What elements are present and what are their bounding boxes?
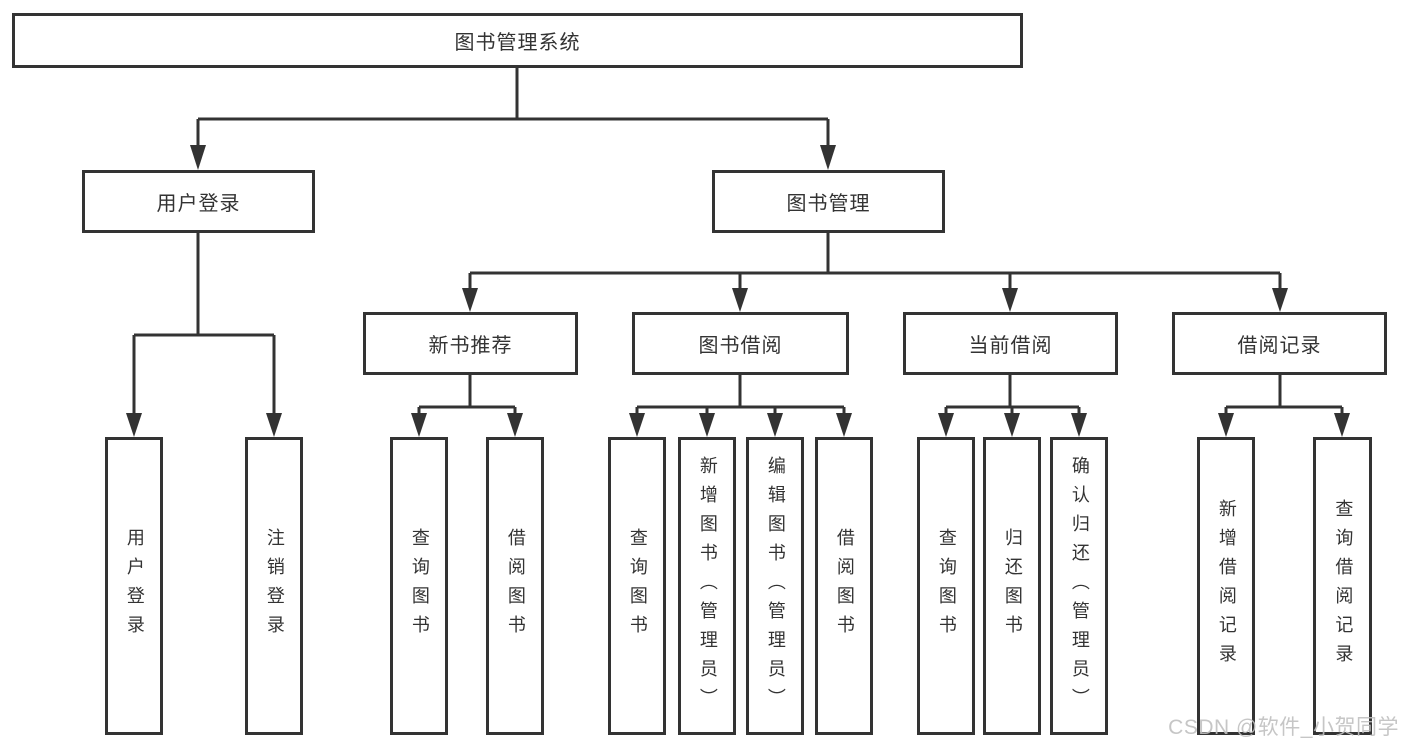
node-root-library-system: 图书管理系统 <box>12 13 1023 68</box>
node-label: 图书借阅 <box>698 335 783 357</box>
leaf-label: 查询图书 <box>936 528 957 644</box>
leaf-return-book: 归还图书 <box>983 437 1041 735</box>
leaf-borrow-books-recommend: 借阅图书 <box>486 437 544 735</box>
csdn-watermark: CSDN @软件_小贺同学 <box>1168 716 1399 739</box>
leaf-label: 借阅图书 <box>505 528 526 644</box>
arrowheads <box>126 145 1350 437</box>
leaf-label: 新增借阅记录 <box>1216 499 1237 673</box>
leaf-add-borrow-record: 新增借阅记录 <box>1197 437 1255 735</box>
leaf-add-book-admin: 新增图书（管理员） <box>678 437 736 735</box>
leaf-query-books-current: 查询图书 <box>917 437 975 735</box>
leaf-label: 查询图书 <box>627 528 648 644</box>
node-new-book-recommend: 新书推荐 <box>363 312 578 375</box>
node-label: 当前借阅 <box>968 335 1053 357</box>
leaf-logout: 注销登录 <box>245 437 303 735</box>
node-label: 图书管理系统 <box>454 32 581 54</box>
node-label: 新书推荐 <box>428 335 513 357</box>
leaf-label: 确认归还（管理员） <box>1069 455 1090 717</box>
node-user-login: 用户登录 <box>82 170 315 233</box>
leaf-query-books-borrow: 查询图书 <box>608 437 666 735</box>
leaf-label: 借阅图书 <box>834 528 855 644</box>
connector-bookborrow-to-leaves <box>635 375 846 418</box>
leaf-label: 归还图书 <box>1002 528 1023 644</box>
leaf-label: 编辑图书（管理员） <box>765 455 786 717</box>
leaf-confirm-return-admin: 确认归还（管理员） <box>1050 437 1108 735</box>
connector-currentborrow-to-leaves <box>944 375 1081 418</box>
node-label: 图书管理 <box>786 193 871 215</box>
node-book-borrow: 图书借阅 <box>632 312 849 375</box>
leaf-user-login: 用户登录 <box>105 437 163 735</box>
leaf-label: 查询图书 <box>409 528 430 644</box>
connector-root-to-level2 <box>196 68 830 148</box>
leaf-label: 查询借阅记录 <box>1333 499 1354 673</box>
leaf-label: 新增图书（管理员） <box>697 455 718 717</box>
node-label: 借阅记录 <box>1237 335 1322 357</box>
node-borrow-records: 借阅记录 <box>1172 312 1387 375</box>
leaf-label: 注销登录 <box>264 528 285 644</box>
leaf-borrow-books: 借阅图书 <box>815 437 873 735</box>
leaf-query-books-recommend: 查询图书 <box>390 437 448 735</box>
leaf-label: 用户登录 <box>124 528 145 644</box>
node-book-management: 图书管理 <box>712 170 945 233</box>
node-current-borrow: 当前借阅 <box>903 312 1118 375</box>
leaf-query-borrow-record: 查询借阅记录 <box>1313 437 1372 735</box>
node-label: 用户登录 <box>156 193 241 215</box>
connector-bookmgmt-to-level3 <box>468 233 1282 290</box>
connector-userlogin-to-leaves <box>132 233 276 415</box>
leaf-edit-book-admin: 编辑图书（管理员） <box>746 437 804 735</box>
connector-borrowrecords-to-leaves <box>1224 375 1344 418</box>
connector-newbook-to-leaves <box>417 375 517 418</box>
